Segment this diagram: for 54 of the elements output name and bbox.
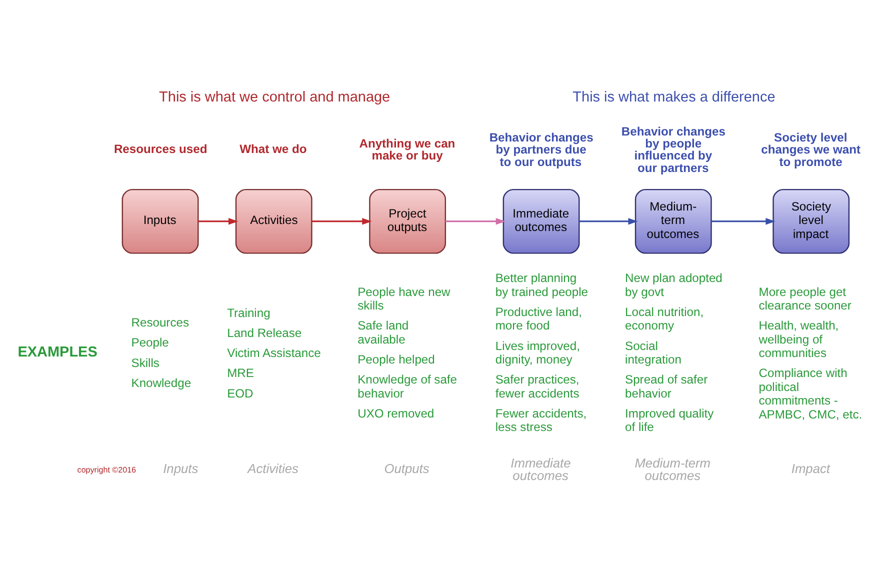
label: Activities — [248, 460, 298, 476]
label: Medium-term outcomes — [634, 454, 711, 483]
node-label: People — [131, 335, 169, 350]
node-label: Compliance with political commitments - APMBC, CMC, etc. — [758, 366, 862, 421]
arrow — [711, 217, 776, 224]
node-label: People have new skills — [358, 284, 450, 312]
node-box: Medium-term outcomes — [634, 188, 712, 254]
label: EXAMPLES — [18, 344, 98, 360]
node-label: New plan adopted by govt — [625, 270, 722, 298]
node-label: Society level changes we want to promote — [761, 130, 861, 168]
node-label: Skills — [131, 355, 160, 370]
node-label: Anything we can make or buy — [359, 136, 456, 162]
node-label: Local nutrition, economy — [625, 304, 704, 332]
node-label: Victim Assistance — [227, 346, 321, 360]
node-label: Productive land, more food — [495, 304, 582, 332]
node-label: Behavior changes by people influenced by our partners — [621, 124, 726, 174]
node-box: Society level impact — [772, 188, 850, 254]
label: This is what makes a difference — [572, 88, 776, 105]
node-box: Immediate outcomes — [502, 188, 580, 254]
label: Inputs — [163, 460, 198, 476]
node-box: Activities — [235, 188, 312, 254]
node-box: Project outputs — [369, 188, 446, 254]
label: copyright ©2016 — [77, 465, 136, 474]
arrow — [312, 217, 372, 224]
node-box: Inputs — [122, 188, 199, 254]
node-label: Behavior changes by partners due to our outputs — [489, 130, 594, 168]
arrow — [198, 217, 238, 224]
node-label: Lives improved, dignity, money — [495, 338, 580, 366]
node-label: Knowledge of safe behavior — [358, 372, 458, 400]
node-label: Training — [227, 305, 270, 320]
arrow — [579, 217, 638, 224]
node-label: Resources — [131, 314, 190, 329]
label: Immediate outcomes — [510, 454, 571, 483]
label: Outputs — [384, 460, 430, 476]
label: Impact — [791, 460, 830, 476]
label: This is what we control and manage — [159, 88, 390, 105]
node-label: What we do — [240, 141, 307, 156]
node-label: Improved quality of life — [625, 406, 714, 434]
node-label: Spread of safer behavior — [625, 372, 708, 400]
node-label: UXO removed — [358, 406, 434, 420]
node-label: Fewer accidents, less stress — [495, 406, 587, 434]
node-label: People helped — [358, 352, 435, 366]
node-label: EOD — [227, 386, 254, 400]
node-label: MRE — [227, 366, 254, 380]
node-label: Knowledge — [131, 375, 192, 390]
node-label: More people get clearance sooner — [758, 284, 852, 312]
node-label: Resources used — [114, 141, 208, 156]
node-label: Health, wealth, wellbeing of communities — [758, 318, 839, 360]
node-label: Better planning by trained people — [495, 270, 588, 298]
node-label: Land Release — [227, 325, 302, 340]
node-label: Safe land available — [358, 318, 409, 346]
node-label: Safer practices, fewer accidents — [495, 372, 580, 400]
arrow — [445, 217, 506, 224]
node-label: Social integration — [625, 338, 682, 366]
